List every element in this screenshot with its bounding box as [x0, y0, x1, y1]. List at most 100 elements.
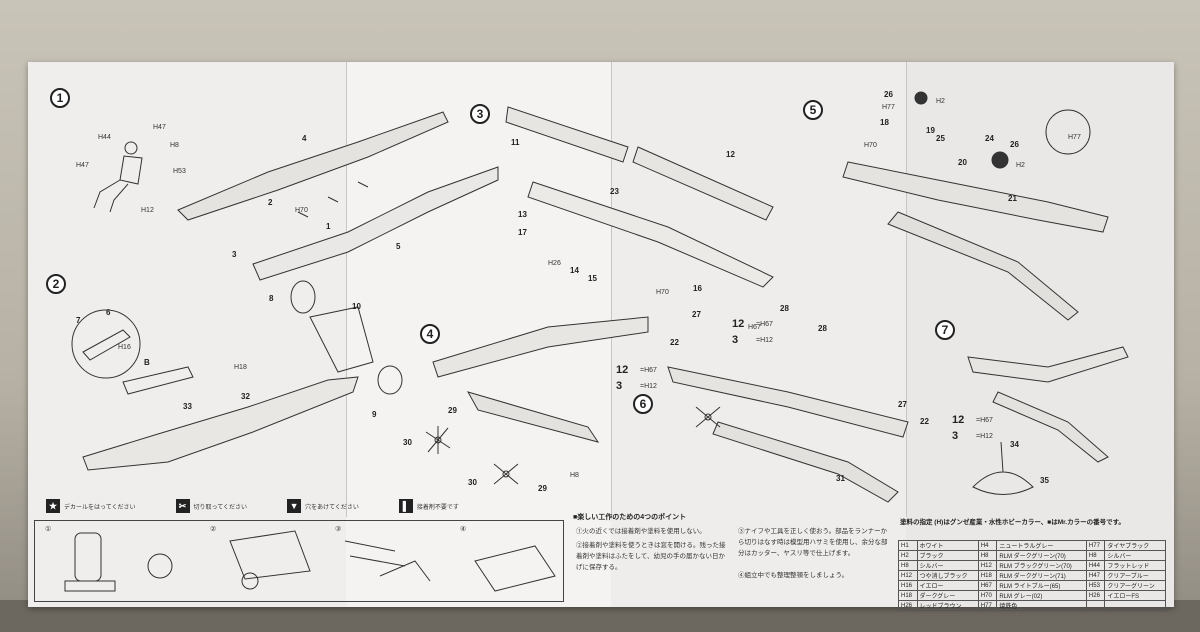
part-number: 15 [588, 274, 597, 283]
part-number: 23 [610, 187, 619, 196]
step-number: 3 [470, 104, 490, 124]
fold-line [611, 62, 612, 517]
display-stand [972, 441, 1034, 495]
part-number: 18 [880, 118, 889, 127]
color-name-cell: ホワイト [916, 540, 979, 551]
part-number: 28 [780, 304, 789, 313]
part-number: 10 [352, 302, 361, 311]
version-marker: 12 [732, 318, 745, 330]
color-code: H53 [173, 168, 186, 175]
color-code-cell: H8 [898, 560, 918, 571]
color-code-cell: H12 [977, 560, 998, 571]
step-number: 7 [935, 320, 955, 340]
part-number: 33 [183, 402, 192, 411]
color-code-cell: H8 [977, 550, 998, 561]
color-code: H77 [882, 104, 895, 111]
legend-label: 穴をあけてください [305, 504, 359, 511]
safety-tips-illustration-box: ① ② ③ ④ [34, 520, 564, 602]
part-number: B [144, 358, 150, 367]
symbol-legend: ★ デカールをはってください ✂ 切り取ってください ▼ 穴をあけてください ▌… [46, 499, 459, 513]
part-number: 9 [372, 410, 377, 419]
legend-label: デカールをはってください [64, 504, 136, 511]
panel-3 [611, 62, 906, 607]
version-marker: 3 [952, 430, 959, 442]
color-code: H8 [570, 472, 579, 479]
step-number: 1 [50, 88, 70, 108]
version-marker: 12 [616, 364, 629, 376]
canopy-part [122, 366, 194, 395]
color-code: =H67 [640, 367, 657, 374]
color-name-cell: フラットレッド [1104, 560, 1166, 571]
color-code-cell: H67 [977, 580, 998, 591]
color-code-cell: H53 [1085, 580, 1106, 591]
color-name-cell: RLM ダークグリーン(70) [996, 550, 1087, 561]
color-code-cell: H1 [898, 540, 918, 551]
star-icon: ★ [46, 499, 60, 513]
part-number: 26 [1010, 140, 1019, 149]
part-number: 19 [926, 126, 935, 135]
color-code-cell: H44 [1085, 560, 1106, 571]
cut-icon: ✂ [175, 499, 190, 513]
color-name-cell: イエローFS [1104, 590, 1166, 601]
part-number: 26 [884, 90, 893, 99]
fuselage-half-upper [177, 111, 449, 221]
color-code: H70 [864, 142, 877, 149]
color-code: =H12 [640, 383, 657, 390]
legend-label: 切り取ってください [193, 504, 248, 511]
version-marker: 12 [952, 414, 965, 426]
color-code-cell: H18 [977, 570, 998, 581]
fuselage-half-lower [252, 166, 499, 281]
tip-text: ②接着剤や塗料を使うときは窓を開ける。残った接着剤や塗料はふたをして、幼児の手の… [576, 542, 726, 571]
assembly-illustrations [71, 91, 1129, 503]
part-number: 31 [836, 474, 845, 483]
panel-1 [28, 62, 346, 607]
color-code: H70 [295, 207, 308, 214]
color-name-cell: レッドブラウン [916, 600, 979, 611]
part-number: 32 [241, 392, 250, 401]
part-number: 16 [693, 284, 702, 293]
step-number: 5 [803, 100, 823, 120]
color-code: H26 [548, 260, 561, 267]
color-name-cell: RLM ブラックグリーン(70) [996, 560, 1087, 571]
step-number: 6 [633, 394, 653, 414]
color-name-cell: RLM グレー(02) [996, 590, 1087, 601]
fold-line [346, 62, 347, 517]
color-code-cell: H16 [898, 580, 918, 591]
part-number: 24 [985, 134, 994, 143]
plane-step5 [842, 161, 1109, 233]
part-number: 1 [326, 222, 331, 231]
color-code: H8 [170, 142, 179, 149]
plane-step6 [667, 366, 909, 438]
color-name-cell: RLM ダークグリーン(71) [996, 570, 1087, 581]
step-number: 4 [420, 324, 440, 344]
color-name-cell: シルバー [1104, 550, 1166, 561]
part-number: 30 [403, 438, 412, 447]
part-number: 13 [518, 210, 527, 219]
part-number: 14 [570, 266, 579, 275]
color-name-cell: ブラック [916, 550, 979, 561]
color-name-cell: クリアーグリーン [1104, 580, 1166, 591]
tips-drawings [64, 530, 556, 592]
color-code-cell: H70 [977, 590, 998, 601]
color-code-cell: H47 [1085, 570, 1106, 581]
tips-title: ■楽しい工作のための4つのポイント [573, 514, 687, 521]
plane-step4 [432, 316, 649, 378]
part-number: 17 [518, 228, 527, 237]
part-number: 21 [1008, 194, 1017, 203]
color-name-cell: ニュートラルグレー [996, 540, 1087, 551]
color-name-cell: シルバー [916, 560, 979, 571]
color-name-cell [1104, 600, 1166, 611]
color-code: =H12 [976, 433, 993, 440]
no-glue-icon: ▌ [398, 499, 413, 513]
color-code: H18 [234, 364, 247, 371]
part-number: 35 [1040, 476, 1049, 485]
color-name-cell: タイヤブラック [1104, 540, 1166, 551]
part-number: 4 [302, 134, 307, 143]
color-code: =H67 [756, 321, 773, 328]
